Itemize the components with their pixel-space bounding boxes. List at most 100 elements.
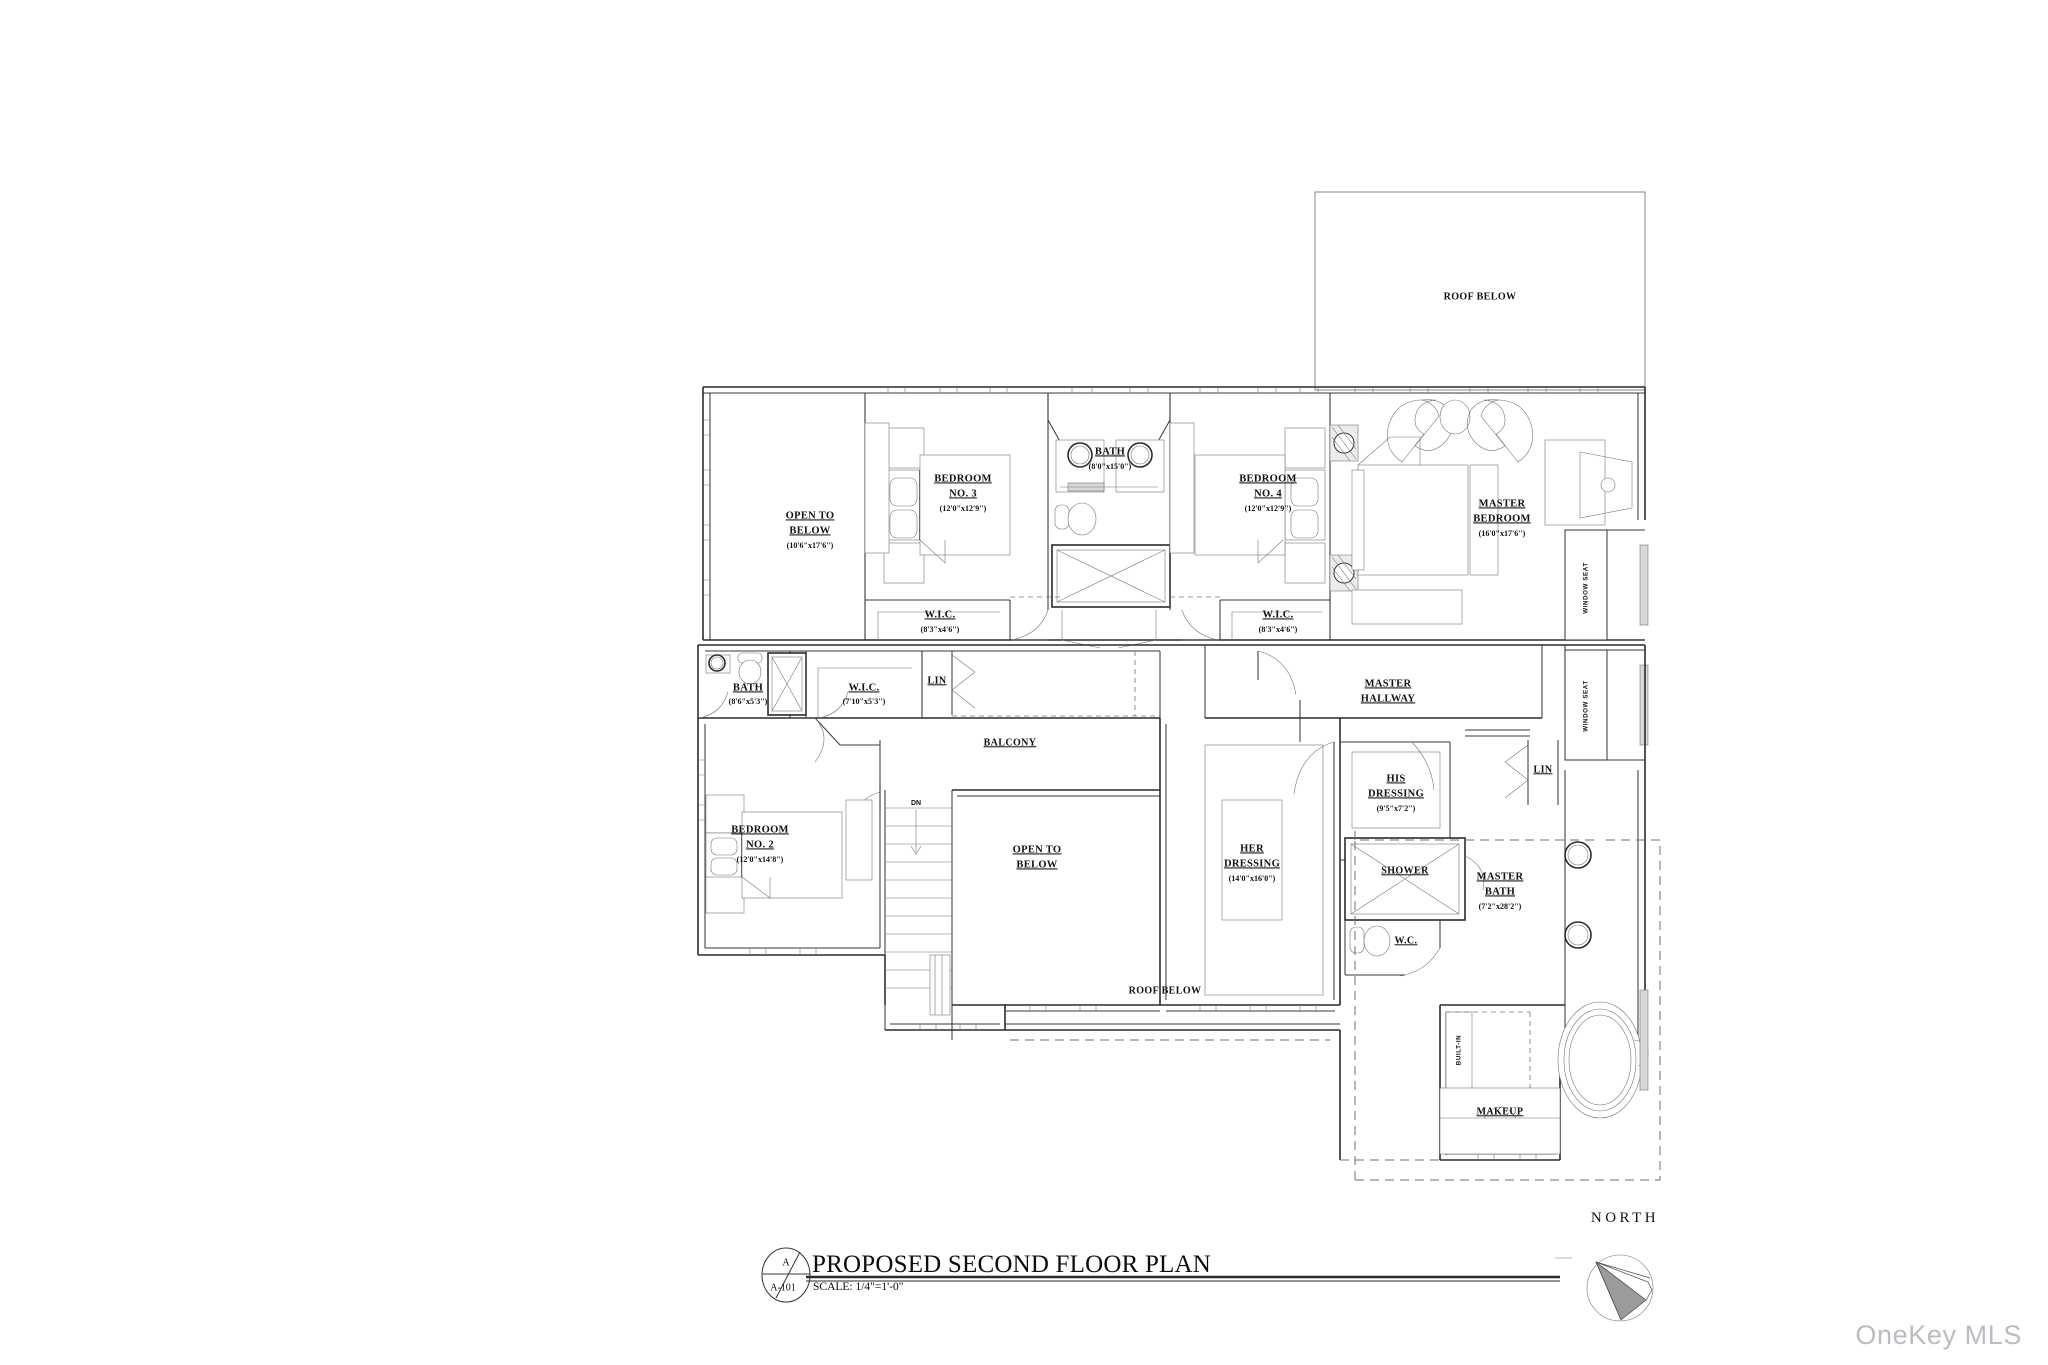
- svg-text:OPEN TO: OPEN TO: [1013, 844, 1062, 855]
- shower-enclosure: [1344, 837, 1484, 921]
- svg-text:BEDROOM: BEDROOM: [1473, 513, 1531, 524]
- room-label-bath-left: BATH (8'6"x5'3"): [729, 682, 768, 705]
- label-lin-hall: LIN: [928, 675, 947, 686]
- svg-text:DRESSING: DRESSING: [1368, 788, 1424, 799]
- svg-text:MASTER: MASTER: [1365, 678, 1412, 689]
- label-balcony: BALCONY: [984, 737, 1037, 748]
- detail-mark-letter: A: [782, 1257, 790, 1268]
- label-built-in: BUILT-IN: [1456, 1035, 1463, 1065]
- title-block: A A-101 PROPOSED SECOND FLOOR PLAN SCALE…: [761, 1247, 1560, 1303]
- svg-text:MASTER: MASTER: [1477, 871, 1524, 882]
- detail-bubble: [761, 1247, 811, 1303]
- label-makeup: MAKEUP: [1477, 1106, 1524, 1117]
- roof-overhang-dashed: [1354, 825, 1661, 1181]
- label-lin-master: LIN: [1534, 764, 1553, 775]
- svg-text:BELOW: BELOW: [1016, 859, 1057, 870]
- svg-text:(14'0"x16'0"): (14'0"x16'0"): [1229, 874, 1276, 883]
- plan-scale: SCALE: 1/4"=1'-0": [813, 1281, 903, 1293]
- plain-labels: ROOF BELOW BALCONY SHOWER W.C. LIN LIN R…: [928, 291, 1553, 1117]
- svg-text:NO. 2: NO. 2: [746, 839, 774, 850]
- svg-text:(8'3"x4'6"): (8'3"x4'6"): [1259, 625, 1298, 634]
- wic-closets-upper: [864, 596, 1331, 649]
- room-label-her-dressing: HER DRESSING (14'0"x16'0"): [1224, 843, 1280, 882]
- roof-below-upper-region: [1314, 191, 1646, 391]
- svg-text:(12'0"x12'9"): (12'0"x12'9"): [940, 504, 987, 513]
- open-to-below-lower-region: [952, 789, 1160, 1030]
- label-roof-below-bottom: ROOF BELOW: [1129, 985, 1202, 996]
- north-label: NORTH: [1591, 1210, 1659, 1226]
- stair: DN: [884, 790, 1005, 1040]
- room-label-master-bath: MASTER BATH (7'2"x28'2"): [1477, 871, 1524, 910]
- svg-text:(7'10"x5'3"): (7'10"x5'3"): [843, 697, 886, 706]
- svg-text:BEDROOM: BEDROOM: [1239, 473, 1297, 484]
- svg-text:HALLWAY: HALLWAY: [1361, 693, 1416, 704]
- svg-text:BATH: BATH: [733, 682, 763, 693]
- room-label-master-bedroom: MASTER BEDROOM (16'0"x17'6"): [1473, 498, 1531, 538]
- his-dressing-walls: [1339, 741, 1451, 861]
- svg-text:(10'6"x17'6"): (10'6"x17'6"): [787, 541, 834, 550]
- master-tub: [1557, 1001, 1649, 1119]
- label-wc: W.C.: [1395, 935, 1418, 946]
- master-bedroom-walls: [1329, 393, 1649, 641]
- room-label-wic-left: W.I.C. (8'3"x4'6"): [921, 609, 960, 633]
- wc-enclosure: [1344, 920, 1441, 977]
- stair-treads: [885, 807, 952, 989]
- svg-text:(12'0"x12'9"): (12'0"x12'9"): [1245, 504, 1292, 513]
- svg-text:BATH: BATH: [1095, 446, 1125, 457]
- svg-text:(8'3"x4'6"): (8'3"x4'6"): [921, 625, 960, 634]
- svg-text:OPEN TO: OPEN TO: [786, 510, 835, 521]
- bedroom-4-furniture: [1194, 427, 1326, 584]
- svg-text:W.I.C.: W.I.C.: [925, 609, 956, 620]
- label-roof-below-top: ROOF BELOW: [1444, 291, 1517, 302]
- master-bath-walls: [1439, 729, 1649, 1161]
- detail-sheet-number: A-101: [770, 1282, 796, 1293]
- room-label-bath-upper: BATH (8'0"x15'0"): [1089, 446, 1132, 470]
- bath-upper-walls: [1047, 393, 1171, 610]
- svg-text:DRESSING: DRESSING: [1224, 858, 1280, 869]
- bedroom-3-walls: [864, 393, 1049, 601]
- room-label-open-to-below-upper: OPEN TO BELOW (10'6"x17'6"): [786, 510, 835, 550]
- plan-title: PROPOSED SECOND FLOOR PLAN: [812, 1251, 1211, 1278]
- stair-direction-label: DN: [911, 800, 921, 807]
- svg-text:W.I.C.: W.I.C.: [1263, 609, 1294, 620]
- svg-text:(8'0"x15'0"): (8'0"x15'0"): [1089, 462, 1132, 471]
- svg-text:BEDROOM: BEDROOM: [934, 473, 992, 484]
- north-needle-light: [1595, 1261, 1653, 1301]
- watermark-onekey-mls: OneKey MLS: [1855, 1320, 2022, 1350]
- svg-text:BATH: BATH: [1485, 886, 1515, 897]
- svg-text:(7'2"x28'2"): (7'2"x28'2"): [1479, 902, 1522, 911]
- label-shower: SHOWER: [1381, 865, 1429, 876]
- middle-band-walls: [697, 644, 1649, 765]
- svg-text:MASTER: MASTER: [1479, 498, 1526, 509]
- svg-text:NO. 4: NO. 4: [1254, 488, 1282, 499]
- room-label-bedroom-3: BEDROOM NO. 3 (12'0"x12'9"): [934, 473, 992, 513]
- svg-text:(16'0"x17'6"): (16'0"x17'6"): [1479, 529, 1526, 538]
- svg-text:HER: HER: [1240, 843, 1264, 854]
- roof-below-lower-region: [1005, 1023, 1440, 1161]
- room-label-his-dressing: HIS DRESSING (9'5"x7'2"): [1368, 773, 1424, 812]
- svg-text:HIS: HIS: [1387, 773, 1406, 784]
- room-label-open-to-below-lower: OPEN TO BELOW: [1013, 844, 1062, 870]
- bedroom-4-walls: [1169, 393, 1331, 601]
- master-bedroom-seating: [1387, 399, 1533, 463]
- room-labels: OPEN TO BELOW (10'6"x17'6") BEDROOM NO. …: [729, 446, 1531, 910]
- her-dressing-walls: [1159, 718, 1341, 1012]
- svg-text:NO. 3: NO. 3: [949, 488, 977, 499]
- room-label-wic-right: W.I.C. (8'3"x4'6"): [1259, 609, 1298, 633]
- svg-text:BELOW: BELOW: [789, 525, 830, 536]
- rotated-labels: WINDOW SEAT WINDOW SEAT BUILT-IN: [1456, 562, 1590, 1065]
- room-label-bedroom-4: BEDROOM NO. 4 (12'0"x12'9"): [1239, 473, 1297, 513]
- room-label-bedroom-2: BEDROOM NO. 2 (12'0"x14'8"): [731, 824, 788, 863]
- bedroom-3-furniture: [883, 427, 1011, 584]
- label-window-seat-lower: WINDOW SEAT: [1583, 680, 1590, 732]
- label-window-seat-upper: WINDOW SEAT: [1583, 562, 1590, 614]
- left-lower-wing: [697, 717, 886, 1005]
- room-label-master-hallway: MASTER HALLWAY: [1361, 678, 1416, 704]
- svg-text:(9'5"x7'2"): (9'5"x7'2"): [1377, 804, 1416, 813]
- svg-text:(8'6"x5'3"): (8'6"x5'3"): [729, 697, 768, 706]
- north-arrow: NORTH: [1555, 1210, 1659, 1322]
- room-label-wic-hall: W.I.C. (7'10"x5'3"): [843, 682, 886, 705]
- svg-text:W.I.C.: W.I.C.: [849, 682, 880, 693]
